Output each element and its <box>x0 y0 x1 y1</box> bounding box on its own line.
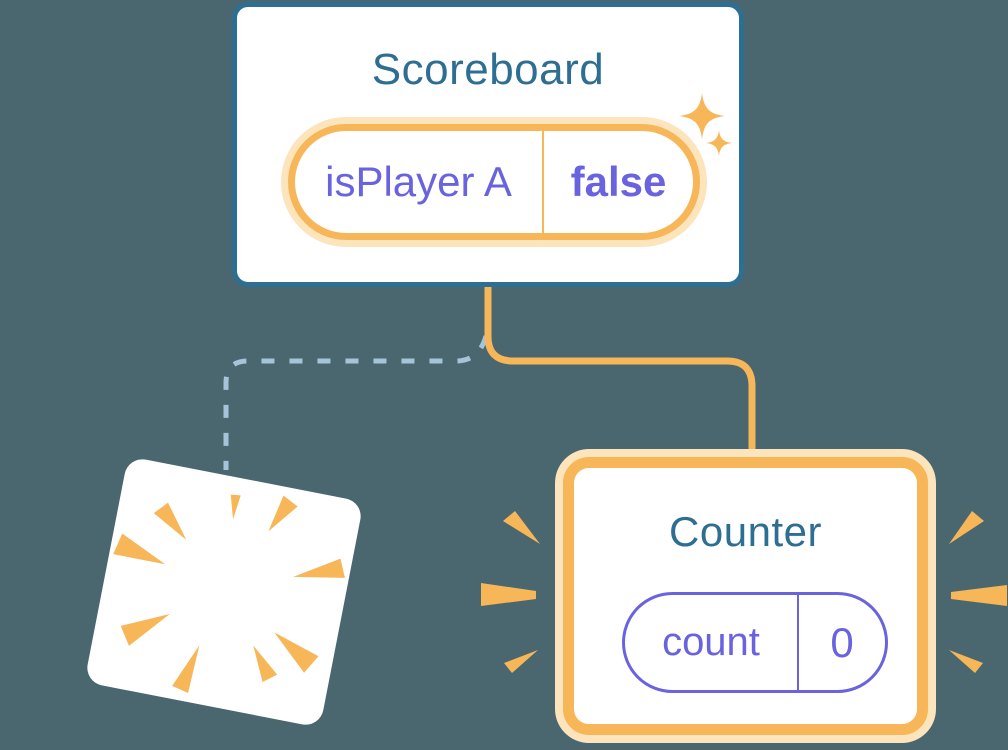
state-key: count <box>662 620 760 664</box>
state-key: isPlayer A <box>325 158 512 205</box>
connector-dashed-line <box>223 335 489 470</box>
counter-state-pill: count 0 <box>622 592 888 693</box>
counter-title: Counter <box>669 508 822 555</box>
pill-divider <box>797 595 799 690</box>
destroyed-component-card <box>84 456 364 728</box>
pill-divider <box>542 131 544 233</box>
counter-card: Counter count 0 <box>563 457 928 735</box>
state-value: false <box>570 158 667 205</box>
connector-solid-line <box>484 283 756 465</box>
scoreboard-title: Scoreboard <box>371 45 605 94</box>
poof-burst-icon <box>113 494 345 693</box>
scoreboard-card: Scoreboard isPlayer A false <box>232 2 744 287</box>
scoreboard-state-pill: isPlayer A false <box>288 124 700 240</box>
state-value: 0 <box>830 618 854 666</box>
